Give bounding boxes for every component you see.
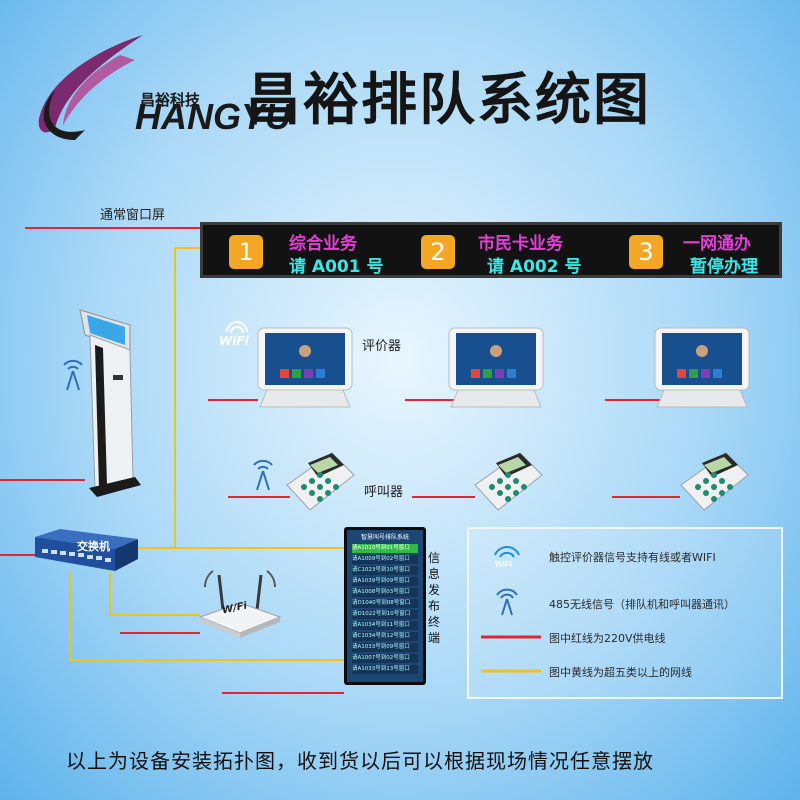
page-title: 昌裕排队系统图: [245, 68, 651, 133]
wifi-label: WiFi: [219, 334, 249, 348]
queue-call-row: 请A1008号到03号窗口: [352, 588, 418, 597]
caller-keypad-icon: [680, 452, 749, 511]
info-terminal-label: 信息发布终端: [427, 551, 440, 645]
wifi-router-icon: [198, 570, 282, 638]
network-switch: 交换机: [30, 527, 140, 573]
caller-label: 呼叫器: [364, 485, 404, 500]
window-service-name: 综合业务: [289, 234, 357, 254]
queue-call-row: 请D1022号到10号窗口: [352, 610, 418, 619]
queue-kiosk-icon: [79, 309, 141, 497]
evaluator-tablet-icon: [654, 327, 750, 408]
window-number-badge: 1: [229, 235, 263, 269]
led-window-screen: 1 综合业务 请 A001 号 2 市民卡业务 请 A002 号 3 一网通办 …: [200, 222, 782, 278]
legend-text: 图中黄线为超五类以上的网线: [549, 666, 692, 679]
window-screen-label: 通常窗口屏: [100, 208, 166, 223]
wireless-485-icon: [496, 588, 518, 616]
wifi-icon: WiFi: [494, 546, 520, 567]
queue-call-row: 请A1007号到02号窗口: [352, 654, 418, 663]
logo-chinese-text: 昌裕科技: [140, 91, 201, 109]
company-logo: [38, 35, 143, 140]
yellow-line-swatch: [481, 669, 541, 673]
window-call-status: 请 A001 号: [289, 257, 384, 277]
queue-call-row: 请A1033号到09号窗口: [352, 643, 418, 652]
network-switch-icon: [35, 529, 138, 571]
queue-call-row: 请A1034号到11号窗口: [352, 621, 418, 630]
legend-text: 触控评价器信号支持有线或者WIFI: [549, 551, 716, 564]
svg-text:WiFi: WiFi: [495, 560, 512, 567]
queue-call-row: 请A1010号到01号窗口: [352, 544, 418, 553]
legend-text: 图中红线为220V供电线: [549, 632, 666, 645]
info-display-terminal: 智慧叫号排队系统 请A1010号到01号窗口 请A1009号到02号窗口 请C1…: [344, 527, 426, 685]
caller-keypad-icon: [474, 452, 543, 511]
logo-text: HANGYU: [135, 96, 292, 137]
window-service-name: 市民卡业务: [478, 234, 563, 254]
queue-call-row: 请A1039号到09号窗口: [352, 577, 418, 586]
queue-call-row: 请C1034号到12号窗口: [352, 632, 418, 641]
wireless-antenna-icon: [63, 359, 83, 391]
legend-box: WiFi 触控评价器信号支持有线或者WIFI 485无线信号（排队机和呼叫器通讯…: [467, 527, 783, 699]
red-line-swatch: [481, 635, 541, 639]
evaluator-tablet-icon: [257, 327, 353, 408]
window-service-name: 一网通办: [683, 234, 751, 254]
info-board-title: 智慧叫号排队系统: [360, 534, 409, 541]
queue-call-row: 请A1033号到13号窗口: [352, 665, 418, 674]
window-number-badge: 2: [421, 235, 455, 269]
window-call-status: 暂停办理: [690, 257, 758, 277]
window-number-badge: 3: [629, 235, 663, 269]
evaluator-label: 评价器: [362, 339, 402, 354]
switch-label: 交换机: [77, 540, 110, 553]
wireless-antenna-icon: [253, 459, 273, 491]
footer-note: 以上为设备安装拓扑图，收到货以后可以根据现场情况任意摆放: [66, 749, 654, 773]
evaluator-tablet-icon: [448, 327, 544, 408]
queue-call-row: 请C1023号到10号窗口: [352, 566, 418, 575]
network-line: [69, 572, 344, 661]
network-line: [109, 572, 200, 616]
wifi-icon: [226, 321, 248, 334]
window-call-status: 请 A002 号: [487, 257, 582, 277]
queue-call-row: 请D1040号到08号窗口: [352, 599, 418, 608]
caller-keypad-icon: [286, 452, 355, 511]
legend-text: 485无线信号（排队机和呼叫器通讯）: [549, 598, 735, 611]
queue-call-row: 请A1009号到02号窗口: [352, 555, 418, 564]
